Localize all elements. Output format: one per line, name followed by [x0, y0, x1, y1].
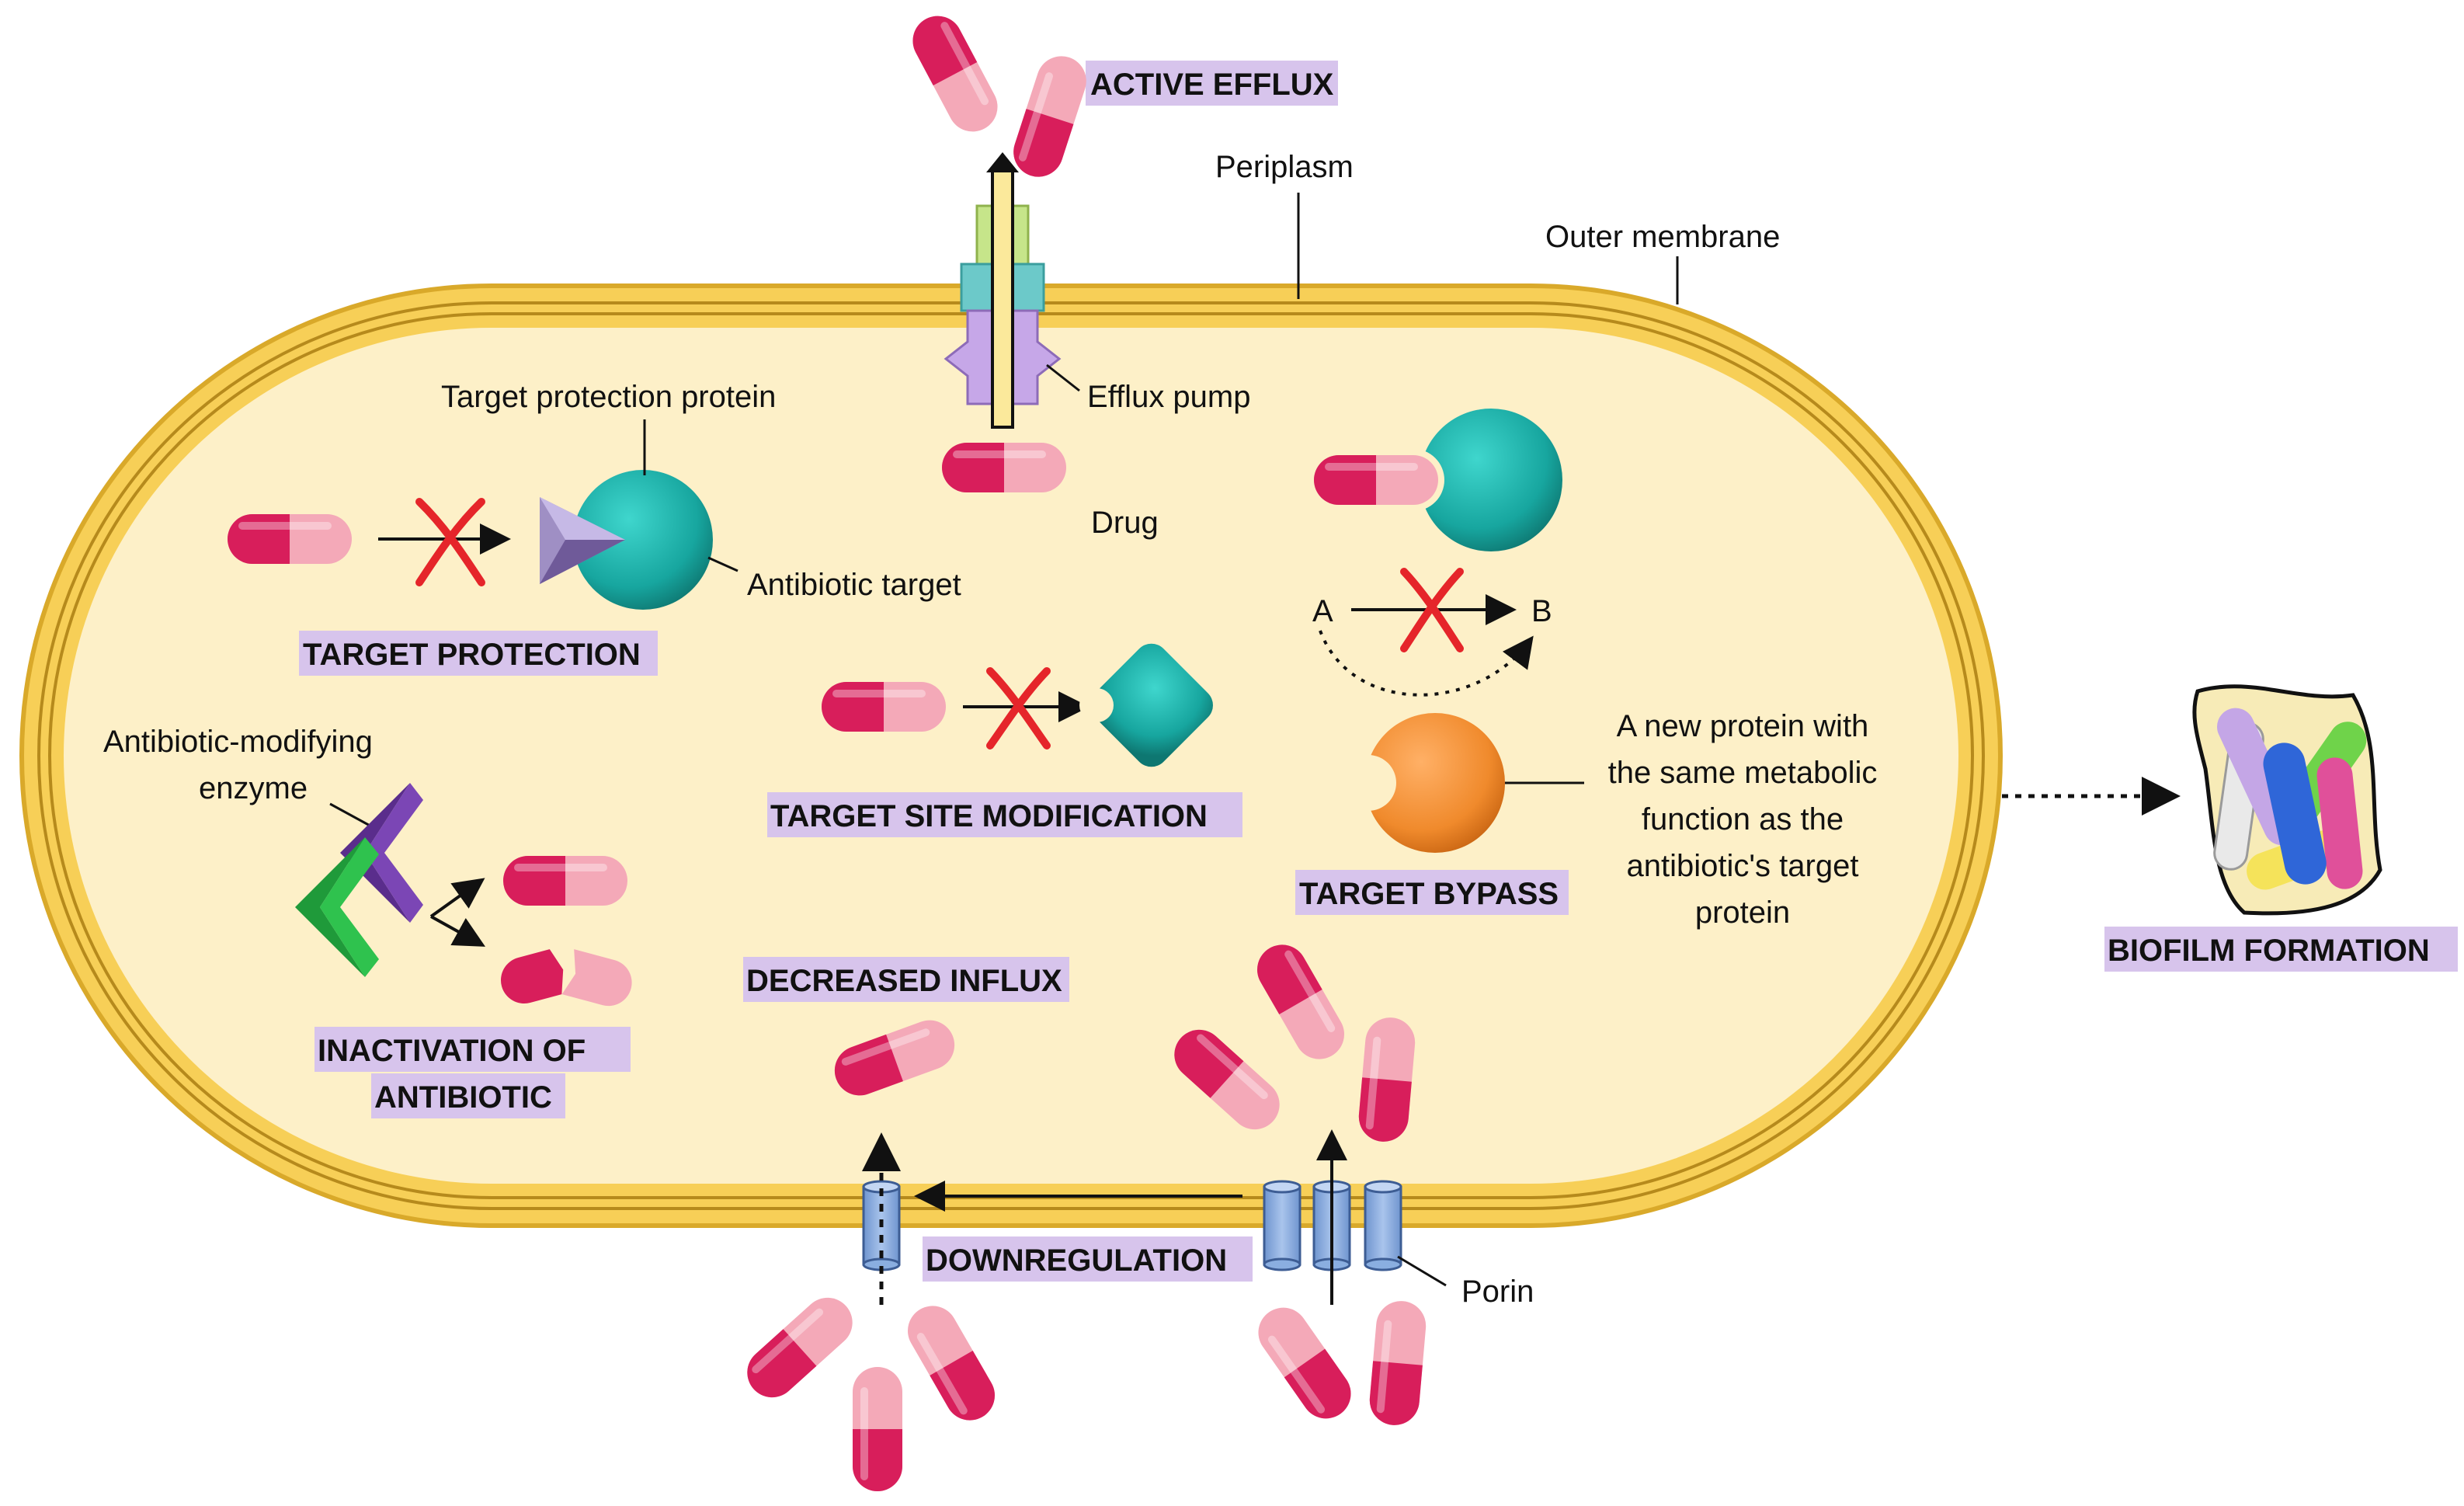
biofilm-formation-caption: BIOFILM FORMATION: [2108, 934, 2430, 968]
target-site-modification-caption: TARGET SITE MODIFICATION: [770, 799, 1208, 833]
active-efflux-caption: ACTIVE EFFLUX: [1090, 68, 1334, 102]
caption-highlights: [299, 61, 2458, 1282]
inhibition-cross-protection: [415, 498, 485, 586]
inhibition-cross-modification: [986, 667, 1051, 750]
point-b-label: B: [1531, 594, 1552, 628]
target-protection-protein: [540, 497, 625, 584]
leader-antibiotic-target: [707, 556, 739, 572]
leader-modifying-enzyme: [329, 802, 374, 829]
drug-label: Drug: [1091, 506, 1159, 540]
modifying-enzyme-label-line1: Antibiotic-modifying: [103, 725, 373, 759]
new-protein-label-line4: antibiotic's target: [1627, 849, 1859, 883]
intact-capsule: [503, 856, 627, 906]
efflux-pump-label: Efflux pump: [1087, 380, 1251, 414]
decreased-influx-caption: DECREASED INFLUX: [746, 964, 1062, 998]
porin-label: Porin: [1461, 1275, 1534, 1309]
outside-capsules-right: [1248, 1298, 1428, 1428]
new-protein-label-line3: function as the: [1642, 802, 1844, 836]
downregulation-caption: DOWNREGULATION: [926, 1243, 1227, 1278]
efflux-arrow: [986, 152, 1019, 429]
modifying-enzyme-label-line2: enzyme: [199, 771, 308, 805]
new-protein: [1340, 713, 1505, 853]
efflux-expelled-capsules: [904, 7, 1093, 183]
inactivation-caption-line1: INACTIVATION OF: [318, 1034, 586, 1068]
bypass-dotted-route: [1319, 630, 1534, 697]
target-bypass-caption: TARGET BYPASS: [1299, 877, 1559, 911]
target-protection-capsule: [228, 514, 352, 564]
outer-membrane-label: Outer membrane: [1545, 220, 1780, 254]
new-protein-label-line2: the same metabolic: [1608, 756, 1878, 790]
antibiotic-target-label: Antibiotic target: [747, 568, 961, 602]
antibiotic-target-circle: [573, 470, 713, 610]
bypass-capsule: [1314, 455, 1438, 505]
leader-efflux-pump: [1046, 363, 1080, 392]
modification-capsule: [822, 682, 946, 732]
target-protection-protein-label: Target protection protein: [441, 380, 776, 414]
inactivation-arrows: [429, 878, 485, 947]
new-protein-label-line1: A new protein with: [1617, 709, 1869, 743]
new-protein-label-line5: protein: [1695, 896, 1790, 930]
modified-target: [1079, 643, 1213, 767]
biofilm-icon: [2192, 684, 2382, 916]
leader-porin: [1397, 1255, 1447, 1287]
outside-capsules-left: [737, 1287, 1004, 1491]
cleaved-capsule: [501, 949, 632, 1007]
drug-capsule: [942, 443, 1066, 492]
point-a-label: A: [1312, 594, 1333, 628]
target-protection-caption: TARGET PROTECTION: [303, 638, 641, 672]
antibiotic-modifying-enzyme: [295, 783, 423, 977]
inhibition-cross-bypass: [1400, 568, 1464, 652]
inactivation-caption-line2: ANTIBIOTIC: [374, 1080, 552, 1115]
periplasm-label: Periplasm: [1215, 150, 1354, 184]
